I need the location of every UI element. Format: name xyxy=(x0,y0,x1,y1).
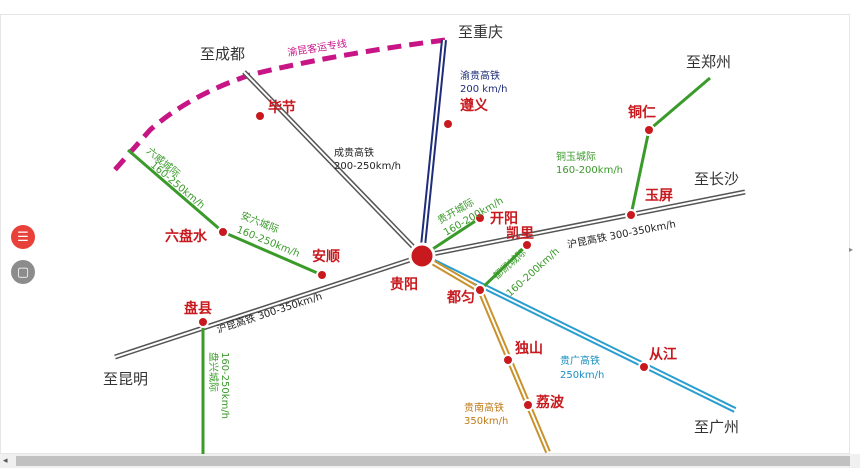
label-anshun: 安顺 xyxy=(312,248,340,265)
dest-chengdu: 至成都 xyxy=(200,45,245,63)
guiguang-line-inner xyxy=(421,255,736,411)
label-tongren: 铜仁 xyxy=(628,104,656,121)
dest-kunming: 至昆明 xyxy=(103,370,148,388)
liuwei-line xyxy=(127,148,224,234)
label-duyun: 都匀 xyxy=(446,289,475,306)
line-label-panxing: 盘兴城际 xyxy=(207,352,220,392)
label-liupanshui: 六盘水 xyxy=(165,228,208,245)
line-label-chenggui-name: 成贵高铁 xyxy=(334,146,374,159)
chenggui-line-inner xyxy=(243,71,423,257)
label-panxian: 盘县 xyxy=(184,300,212,317)
line-label-yugui-name: 渝贵高铁 xyxy=(460,69,500,82)
station-bijie xyxy=(254,110,266,122)
station-congjiang xyxy=(638,361,650,373)
line-label-yugui-speed: 200 km/h xyxy=(460,84,508,95)
label-bijie: 毕节 xyxy=(268,99,296,116)
line-label-hukun-west: 沪昆高铁 300-350km/h xyxy=(215,289,324,335)
station-zunyi xyxy=(442,118,454,130)
anliu-line xyxy=(222,230,323,277)
dest-guangzhou: 至广州 xyxy=(694,418,739,436)
station-kaiyang xyxy=(474,212,486,224)
label-zunyi: 遵义 xyxy=(460,97,488,114)
label-yuping: 玉屏 xyxy=(645,188,673,204)
line-label-tongyu-name: 铜玉城际 xyxy=(556,151,596,163)
station-libo xyxy=(522,399,534,411)
label-dushan: 独山 xyxy=(515,340,543,357)
line-label-guiguang-name: 贵广高铁 xyxy=(560,354,600,367)
dest-changsha: 至长沙 xyxy=(694,170,739,188)
station-liupanshui xyxy=(217,226,229,238)
panel-icon: ▢ xyxy=(16,264,30,280)
station-yuping xyxy=(625,209,637,221)
yugui-line-inner xyxy=(421,39,445,257)
station-duyun xyxy=(474,284,486,296)
menu-icon: ☰ xyxy=(17,229,29,245)
duka-line xyxy=(478,243,529,292)
line-label-guinan-speed: 350km/h xyxy=(464,416,508,427)
station-anshun xyxy=(316,269,328,281)
line-label-yumin: 渝昆客运专线 xyxy=(286,37,347,59)
menu-button[interactable]: ☰ xyxy=(11,225,35,249)
dest-zhengzhou: 至郑州 xyxy=(686,53,731,71)
scroll-left-icon[interactable]: ◂ xyxy=(3,456,8,466)
line-label-guinan-name: 贵南高铁 xyxy=(464,401,504,414)
station-tongren xyxy=(643,124,655,136)
line-label-tongyu-speed: 160-200km/h xyxy=(556,165,623,176)
station-dushan xyxy=(502,354,514,366)
line-label-panxing-speed: 160-250km/h xyxy=(219,352,230,419)
label-congjiang: 从江 xyxy=(649,346,677,363)
label-kaili: 凯里 xyxy=(506,225,534,242)
scrollbar-thumb[interactable] xyxy=(16,456,850,466)
label-hub: 贵阳 xyxy=(390,276,418,293)
hukun-west-inner xyxy=(114,255,423,358)
station-panxian xyxy=(197,316,209,328)
dest-chongqing: 至重庆 xyxy=(458,23,503,41)
label-libo: 荔波 xyxy=(535,394,565,411)
station-kaili xyxy=(521,239,533,251)
panel-button[interactable]: ▢ xyxy=(11,260,35,284)
line-label-chenggui-speed: 200-250km/h xyxy=(334,161,401,172)
horizontal-scrollbar[interactable]: ◂ xyxy=(0,454,860,468)
hub-station xyxy=(408,242,436,270)
line-label-guiguang-speed: 250km/h xyxy=(560,370,604,381)
expand-right-icon[interactable]: ▸ xyxy=(849,245,854,254)
hukun-east-inner xyxy=(421,191,746,257)
image-frame xyxy=(0,14,850,454)
label-kaiyang: 开阳 xyxy=(490,211,518,227)
